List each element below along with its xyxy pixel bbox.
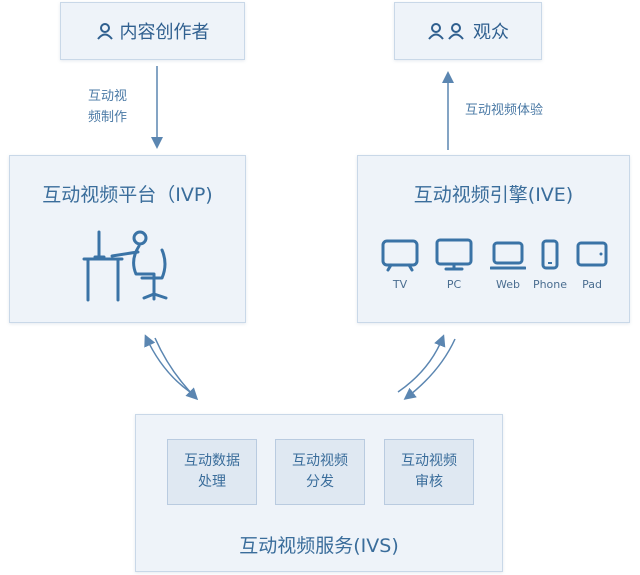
device-web: Web	[486, 238, 530, 291]
service-video-review-line-2: 审核	[415, 474, 443, 490]
device-label-tv: TV	[392, 278, 408, 291]
ivp-title: 互动视频平台（IVP)	[42, 184, 213, 206]
device-pad: Pad	[570, 238, 614, 291]
device-phone: Phone	[528, 238, 572, 291]
people-icon	[428, 23, 464, 40]
tablet-icon	[576, 241, 608, 267]
edge-label-production-line-2: 频制作	[88, 110, 128, 125]
monitor-icon	[435, 238, 473, 271]
edge-label-production-line-1: 互动视	[88, 89, 128, 104]
service-video-distribution: 互动视频 分发	[275, 439, 365, 505]
audience-label: 观众	[473, 22, 509, 43]
service-data-processing-line-2: 处理	[198, 474, 226, 490]
person-icon	[96, 23, 113, 40]
device-label-web: Web	[496, 278, 520, 291]
device-label-pc: PC	[446, 278, 462, 291]
service-data-processing: 互动数据 处理	[167, 439, 257, 505]
device-label-pad: Pad	[582, 278, 602, 291]
arrow-ivs-to-ivp	[144, 334, 191, 393]
service-video-review: 互动视频 审核	[384, 439, 474, 505]
ive-box: 互动视频引擎(IVE) TV PC Web Phone	[357, 155, 630, 323]
ivs-title: 互动视频服务(IVS)	[239, 535, 399, 557]
service-video-review-line-1: 互动视频	[401, 453, 457, 469]
content-creator-label: 内容创作者	[119, 22, 210, 43]
tv-icon	[381, 239, 419, 272]
laptop-icon	[490, 241, 526, 270]
content-creator-box: 内容创作者	[60, 2, 245, 60]
device-pc: PC	[432, 238, 476, 291]
ivs-box: 互动数据 处理 互动视频 分发 互动视频 审核 互动视频服务(IVS)	[135, 414, 503, 572]
audience-box: 观众	[394, 2, 542, 60]
phone-icon	[541, 239, 559, 270]
arrow-ive-to-ivs	[403, 338, 456, 400]
service-video-distribution-line-2: 分发	[306, 474, 334, 490]
ive-title: 互动视频引擎(IVE)	[413, 184, 574, 206]
device-label-phone: Phone	[532, 278, 568, 291]
arrow-ivs-to-ive	[397, 334, 446, 393]
arrow-ivp-to-ivs	[154, 337, 199, 401]
service-video-distribution-line-1: 互动视频	[292, 453, 348, 469]
edge-label-experience: 互动视频体验	[465, 103, 544, 118]
person-at-computer-icon	[82, 230, 168, 302]
edge-label-production: 互动视 频制作	[88, 86, 127, 128]
service-data-processing-line-1: 互动数据	[184, 453, 240, 469]
ivp-box: 互动视频平台（IVP)	[9, 155, 246, 323]
device-tv: TV	[378, 238, 422, 291]
